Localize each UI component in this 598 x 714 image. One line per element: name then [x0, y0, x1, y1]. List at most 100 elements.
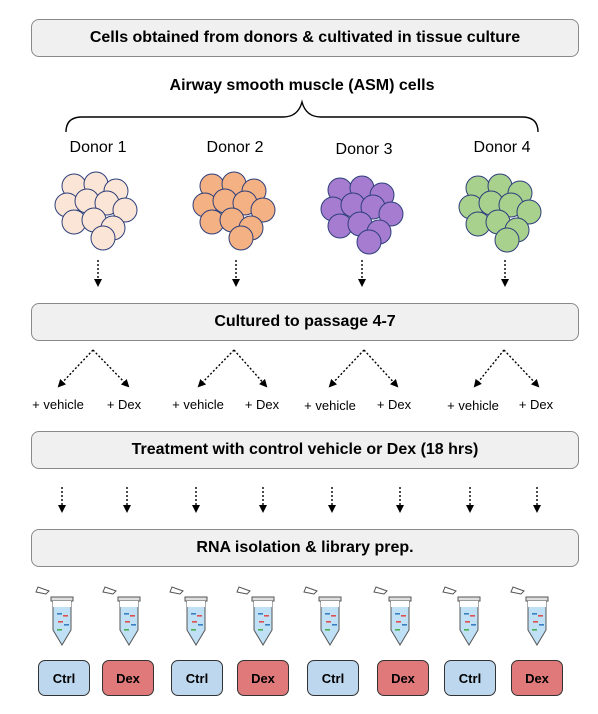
gel-band	[63, 615, 68, 617]
gel-band	[198, 624, 203, 626]
tube-icon-4	[236, 586, 275, 646]
gel-band	[464, 629, 469, 631]
sample-tag-8: Dex	[511, 660, 563, 696]
gel-band	[264, 615, 269, 617]
donor-label-3: Donor 3	[335, 141, 393, 158]
donor-cell-clusters	[54, 171, 542, 255]
flow-arrows	[57, 260, 541, 513]
gel-band	[538, 615, 543, 617]
dotted-arrow	[503, 349, 540, 388]
donor-label-1: Donor 1	[69, 139, 127, 156]
gel-band	[532, 613, 537, 615]
dotted-arrow	[197, 349, 235, 388]
tube-headspace	[321, 601, 339, 607]
sample-tubes	[35, 586, 549, 646]
tube-cap	[169, 586, 184, 595]
tube-cap	[510, 586, 525, 595]
tube-rim	[50, 596, 74, 602]
tube-rim	[184, 596, 208, 602]
tube-rim	[117, 596, 141, 602]
donor-cluster-3	[320, 175, 404, 255]
tube-headspace	[460, 601, 478, 607]
sample-tag-5: Ctrl	[307, 660, 359, 696]
tube-body	[119, 600, 139, 646]
gel-band	[131, 624, 136, 626]
gel-band	[57, 613, 62, 615]
gel-band	[331, 615, 336, 617]
gel-band	[130, 615, 135, 617]
step-label: Cultured to passage 4-7	[214, 313, 396, 330]
step-label: RNA isolation & library prep.	[196, 539, 414, 556]
gel-band	[539, 624, 544, 626]
dex-label-1: + Dex	[106, 397, 142, 412]
tube-cap	[35, 586, 50, 595]
gel-band	[402, 624, 407, 626]
tube-icon-1	[35, 586, 74, 646]
sample-tag-6: Dex	[377, 660, 429, 696]
gel-band	[197, 615, 202, 617]
tube-headspace	[120, 601, 138, 607]
gel-band	[325, 629, 330, 631]
cell	[112, 197, 138, 223]
gel-band	[124, 629, 129, 631]
tube-body	[52, 600, 72, 646]
tube-rim	[318, 596, 342, 602]
sample-tag-3: Ctrl	[171, 660, 223, 696]
tube-rim	[388, 596, 412, 602]
tube-body	[527, 600, 547, 646]
gel-band	[396, 621, 401, 623]
step-box-passage: Cultured to passage 4-7	[31, 303, 579, 341]
dotted-arrow	[57, 349, 94, 388]
step-box-collection: Cells obtained from donors & cultivated …	[31, 19, 579, 57]
cell	[250, 197, 276, 223]
gel-band	[58, 621, 63, 623]
donor-cluster-4	[458, 173, 542, 253]
tube-rim	[457, 596, 481, 602]
tube-icon-5	[303, 586, 342, 646]
tube-icon-2	[102, 586, 141, 646]
gel-band	[259, 621, 264, 623]
gel-band	[258, 629, 263, 631]
gel-band	[533, 621, 538, 623]
cell	[494, 227, 520, 253]
vehicle-label-4: + vehicle	[447, 398, 499, 413]
tube-headspace	[187, 601, 205, 607]
vehicle-label-3: + vehicle	[304, 398, 356, 413]
vehicle-label-1: + vehicle	[32, 397, 84, 412]
step-box-rna: RNA isolation & library prep.	[31, 529, 579, 567]
dex-label-3: + Dex	[376, 397, 412, 412]
gel-band	[326, 621, 331, 623]
gel-band	[532, 629, 537, 631]
tube-cap	[442, 586, 457, 595]
donor-label-2: Donor 2	[206, 139, 264, 156]
gel-band	[57, 629, 62, 631]
tube-icon-7	[442, 586, 481, 646]
gel-band	[471, 624, 476, 626]
dotted-arrow	[233, 349, 268, 388]
step-label: Cells obtained from donors & cultivated …	[89, 29, 521, 46]
tube-headspace	[391, 601, 409, 607]
gel-band	[325, 613, 330, 615]
tube-body	[390, 600, 410, 646]
gel-band	[191, 613, 196, 615]
gel-band	[125, 621, 130, 623]
tube-headspace	[53, 601, 71, 607]
dotted-arrow	[92, 349, 130, 388]
gel-band	[332, 624, 337, 626]
sample-tag-4: Dex	[237, 660, 289, 696]
tube-cap	[373, 586, 388, 595]
tube-body	[253, 600, 273, 646]
tube-rim	[251, 596, 275, 602]
tube-cap	[236, 586, 251, 595]
gel-band	[401, 615, 406, 617]
gel-band	[465, 621, 470, 623]
gel-band	[191, 629, 196, 631]
donor-cluster-1	[54, 171, 138, 251]
step-label: Treatment with control vehicle or Dex (1…	[131, 441, 479, 458]
dex-label-4: + Dex	[518, 397, 554, 412]
step-box-treatment: Treatment with control vehicle or Dex (1…	[31, 431, 579, 469]
dotted-arrow	[473, 349, 505, 388]
cell-type-title: Airway smooth muscle (ASM) cells	[169, 77, 435, 94]
tube-icon-3	[169, 586, 208, 646]
